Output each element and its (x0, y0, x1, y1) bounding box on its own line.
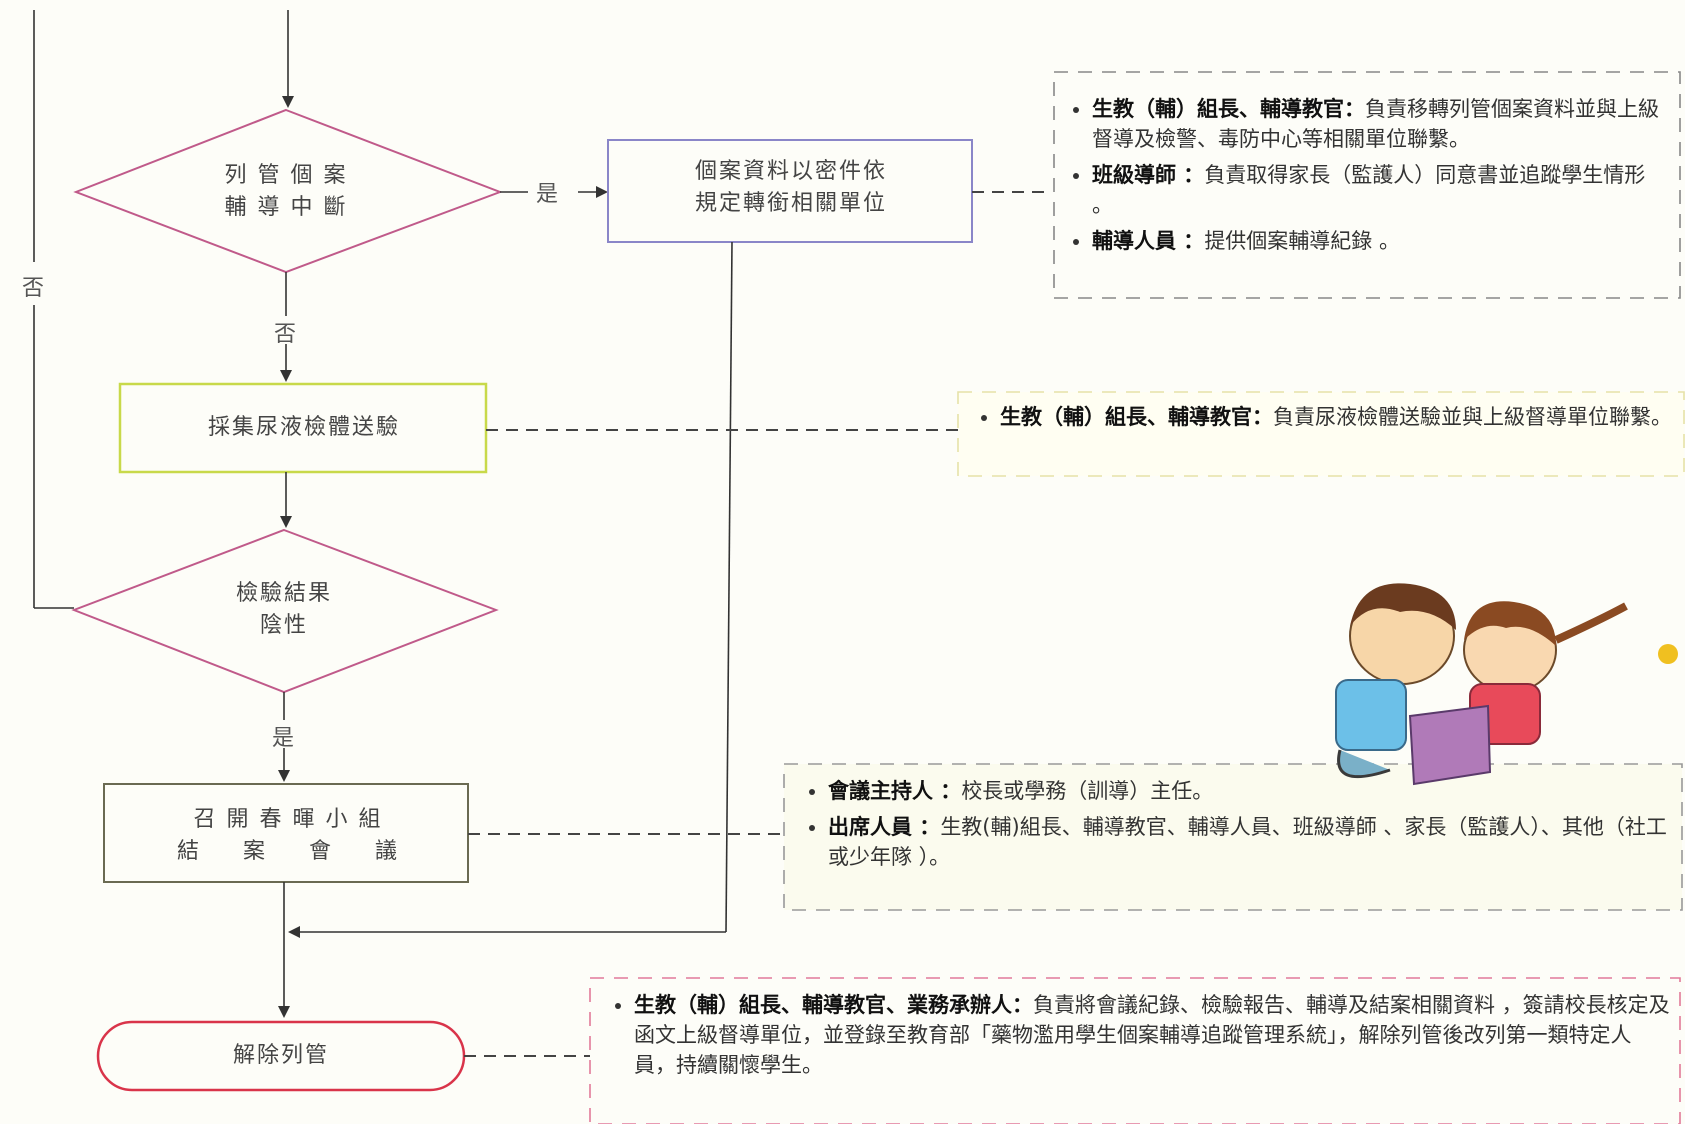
urine-note: 生教（輔）組長、輔導教官：負責尿液檢體送驗並與上級督導單位聯繫。 (972, 402, 1672, 438)
transfer-label: 個案資料以密件依 規定轉銜相關單位 (694, 159, 887, 216)
urine-label: 採集尿液檢體送驗 (207, 415, 400, 440)
release-note-frame (589, 977, 1681, 1124)
interrupt-yes-label: 是 (536, 182, 559, 207)
children-reading-illustration (1335, 583, 1678, 786)
note-item: 生教（輔）組長、輔導教官、業務承辦人：負責將會議紀錄、檢驗報告、輔導及結案相關資… (634, 990, 1670, 1080)
note-item: 輔導人員 ：提供個案輔導紀錄 。 (1092, 226, 1664, 256)
result-yes-label: 是 (272, 726, 295, 751)
meeting-note: 會議主持人 ：校長或學務（訓導）主任。 出席人員 ：生教(輔)組長、輔導教官、輔… (800, 776, 1670, 878)
note-item: 生教（輔）組長、輔導教官：負責尿液檢體送驗並與上級督導單位聯繫。 (1000, 402, 1672, 432)
note-item: 班級導師 ：負責取得家長（監護人）同意書並追蹤學生情形 。 (1092, 160, 1664, 220)
release-note: 生教（輔）組長、輔導教官、業務承辦人：負責將會議紀錄、檢驗報告、輔導及結案相關資… (606, 990, 1670, 1086)
note-item: 出席人員 ：生教(輔)組長、輔導教官、輔導人員、班級導師 、家長（監護人）、其他… (828, 812, 1670, 872)
release-label: 解除列管 (232, 1043, 329, 1068)
interrupt-no-label: 否 (274, 322, 297, 347)
urine-note-frame (957, 391, 1685, 477)
note-item: 生教（輔）組長、輔導教官：負責移轉列管個案資料並與上級督導及檢警、毒防中心等相關… (1092, 94, 1664, 154)
urine-box (118, 382, 488, 474)
left-no-label: 否 (22, 276, 45, 301)
note-item: 會議主持人 ：校長或學務（訓導）主任。 (828, 776, 1670, 806)
meeting-note-frame (783, 763, 1683, 911)
result-label: 檢驗結果 陰性 (235, 581, 332, 638)
meeting-label: 召 開 春 暉 小 組 結 案 會 議 (177, 807, 399, 864)
transfer-note-frame (1053, 71, 1681, 299)
transfer-down-line (725, 241, 733, 933)
case-interrupt-label: 列 管 個 案 輔 導 中 斷 (224, 163, 348, 220)
transfer-note: 生教（輔）組長、輔導教官：負責移轉列管個案資料並與上級督導及檢警、毒防中心等相關… (1064, 94, 1664, 262)
